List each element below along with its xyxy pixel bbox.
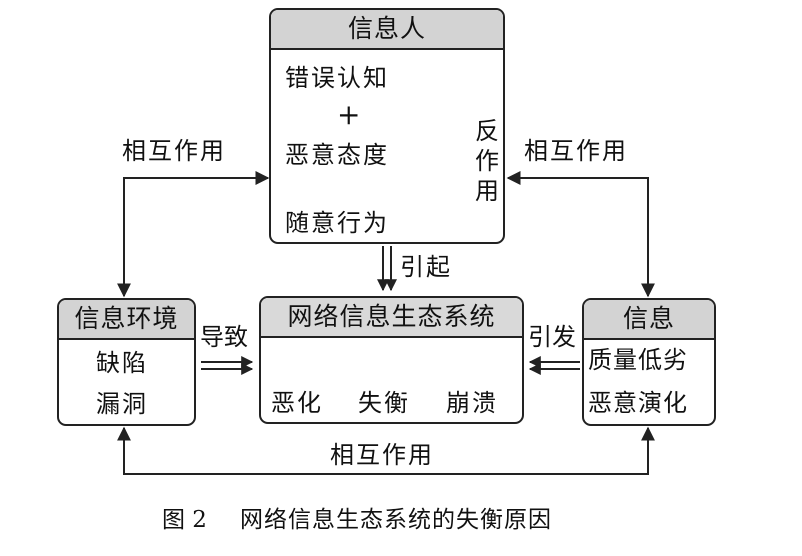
plus-sign: +: [337, 98, 363, 131]
triggers-label: 引发: [528, 323, 576, 351]
interaction-left-connector: [117, 171, 270, 298]
deteriorate-label: 恶化: [271, 389, 323, 417]
causes-label: 引起: [400, 253, 452, 281]
malicious-evolution-label: 恶意演化: [588, 389, 688, 417]
interaction-right-label: 相互作用: [524, 137, 628, 165]
leads-to-label: 导致: [200, 323, 248, 351]
information-title: 信息: [584, 300, 714, 340]
information-box: 信息: [582, 298, 716, 426]
vulnerability-label: 漏洞: [96, 390, 148, 418]
ecosystem-box: 网络信息生态系统: [259, 296, 524, 424]
figure-number: 图 2: [162, 507, 207, 533]
defect-label: 缺陷: [96, 349, 148, 377]
imbalance-label: 失衡: [358, 389, 410, 417]
figure-caption: 网络信息生态系统的失衡原因: [240, 507, 552, 533]
malicious-attitude-label: 恶意态度: [285, 141, 389, 169]
arbitrary-behavior-label: 随意行为: [285, 209, 389, 237]
ecosystem-title: 网络信息生态系统: [261, 298, 522, 338]
info-environment-title: 信息环境: [59, 300, 194, 340]
interaction-bottom-label: 相互作用: [330, 441, 434, 469]
collapse-label: 崩溃: [446, 389, 498, 417]
interaction-left-label: 相互作用: [122, 137, 226, 165]
feedback-label: 反作用: [475, 117, 499, 205]
info-environment-box: 信息环境: [57, 298, 196, 426]
interaction-right-connector: [506, 171, 655, 298]
low-quality-label: 质量低劣: [588, 346, 688, 374]
info-person-box: 信息人: [269, 8, 505, 244]
info-person-title: 信息人: [271, 10, 503, 50]
wrong-cognition-label: 错误认知: [285, 64, 389, 92]
interaction-bottom-connector: [117, 426, 655, 475]
